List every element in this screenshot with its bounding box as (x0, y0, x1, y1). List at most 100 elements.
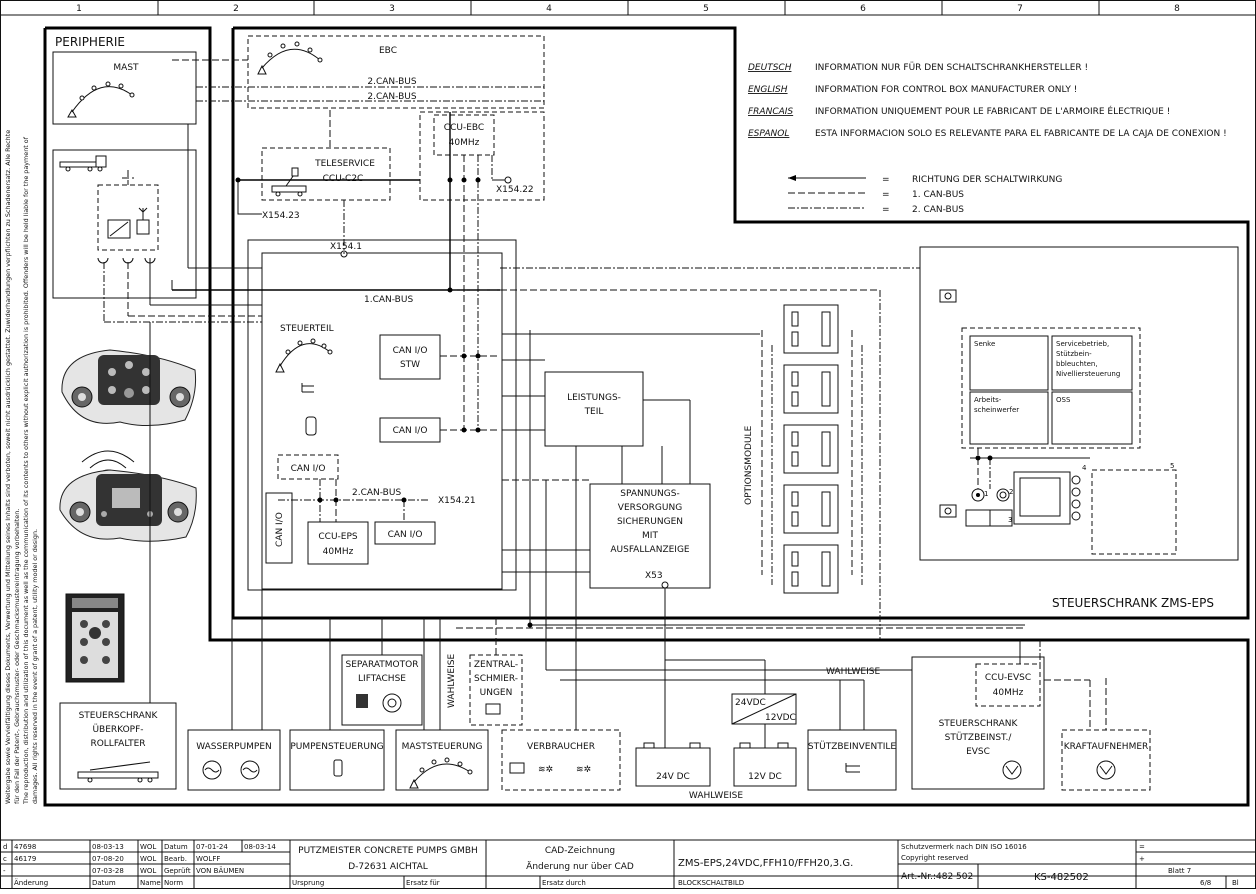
cabinet-field-label: Arbeits- (974, 396, 1002, 404)
sensor-icon (333, 759, 343, 777)
ccu-ebc-box (433, 114, 495, 156)
cabinet-panel (961, 327, 1141, 449)
ccu-evsc-box (975, 663, 1041, 707)
fan-icon: ≋✲ (538, 765, 553, 775)
junction-dots (235, 177, 993, 628)
maststeuerung-label: MASTSTEUERUNG (402, 742, 483, 752)
maststeuerung-box (395, 729, 489, 791)
light-icon (509, 762, 525, 774)
connector-label: X154.1 (330, 242, 362, 252)
ccu-evsc-freq: 40MHz (993, 688, 1024, 698)
column-number: 4 (546, 4, 552, 14)
fan-icon: ≋✲ (576, 765, 591, 775)
revision-index: d (3, 843, 7, 851)
legend-text: INFORMATION NUR FÜR DEN SCHALTSCHRANKHER… (815, 62, 1088, 73)
column-number: 7 (1017, 4, 1023, 14)
module-contact (791, 391, 799, 407)
company-name: PUTZMEISTER CONCRETE PUMPS GMBH (298, 846, 478, 856)
telematics-truck-icon (271, 167, 307, 197)
ccu-eps-freq: 40MHz (323, 547, 354, 557)
ground-symbol-icon (939, 289, 957, 518)
cabinet-field (969, 391, 1049, 445)
column-number: 6 (860, 4, 866, 14)
peripherie-label: PERIPHERIE (55, 35, 125, 49)
ebc-boom-icon (257, 41, 323, 75)
drawing-title: ZMS-EPS,24VDC,FFH10/FFH20,3.G. (678, 858, 853, 869)
legend-text: INFORMATION UNIQUEMENT POUR LE FABRICANT… (815, 105, 1170, 117)
revision-index: - (3, 867, 6, 875)
connector-label: X154.23 (262, 211, 300, 221)
wahlweise-label: WAHLWEISE (826, 667, 880, 677)
sensor-icon (305, 416, 317, 436)
revision-index: c (3, 855, 7, 863)
antenna-module-icon (136, 219, 150, 235)
zentralschmierung-label: UNGEN (480, 688, 513, 698)
mast-boom-icon (67, 81, 135, 118)
legend-lang: ENGLISH (748, 85, 788, 95)
evsc-label: STÜTZBEINST./ (945, 732, 1013, 743)
pumpensteuerung-label: PUMPENSTEUERUNG (290, 742, 383, 752)
connector-label: X154.22 (496, 185, 534, 195)
datum-value: 08-03-14 (244, 843, 276, 851)
ks-number: KS-482502 (1034, 872, 1089, 883)
bearb-value: WOLFF (196, 855, 220, 863)
module-contact (791, 431, 799, 447)
ebc-label: EBC (379, 46, 397, 56)
separatmotor-label: SEPARATMOTOR (346, 660, 419, 670)
cabinet-field-label: Nivelliersteuerung (1056, 370, 1120, 378)
ccu-ebc-frame (419, 111, 545, 201)
cabinet-field-label: Senke (974, 340, 995, 348)
valve-icon (845, 763, 860, 773)
cabinet-field-label: OSS (1056, 396, 1071, 404)
truck-icon (59, 155, 107, 172)
legend-lang: DEUTSCH (748, 63, 792, 73)
option-module-contacts (791, 311, 831, 587)
revision-header: Änderung (14, 878, 48, 887)
svg-text:3: 3 (1008, 516, 1012, 524)
power-supply-label: SICHERUNGEN (617, 517, 683, 527)
cabinet-field-label: Servicebetrieb, (1056, 340, 1109, 348)
cable-pendant-icon (65, 593, 125, 683)
load-cell-icon (1096, 760, 1116, 780)
legend-line-text: 1. CAN-BUS (912, 190, 964, 200)
connector-label: X154.21 (438, 496, 476, 506)
revision-header: Norm (164, 879, 183, 887)
power-supply-label: AUSFALLANZEIGE (610, 545, 690, 555)
title-plus: + (1139, 855, 1145, 863)
canio-stw-box (379, 334, 441, 380)
article-number: Art.-Nr.:482 502 (901, 872, 973, 882)
module-contact (791, 451, 799, 467)
canio-vertical-box (265, 492, 293, 564)
ccu-eps-box (307, 521, 369, 565)
canio-option-box (277, 454, 339, 480)
evsc-label: EVSC (966, 747, 990, 757)
mast-label: MAST (113, 63, 139, 73)
power-supply-box (589, 483, 711, 589)
module-contact (791, 331, 799, 347)
legend-line-text: 2. CAN-BUS (912, 205, 964, 215)
sheet-number: Blatt 7 (1168, 867, 1191, 875)
revision-name: WOL (140, 843, 156, 851)
module-contact (791, 511, 799, 527)
can2-label: 2.CAN-BUS (352, 488, 401, 498)
cabinet-field-label: Stützbein- (1056, 350, 1092, 358)
svg-text:The reproduction, distribution: The reproduction, distribution and utili… (22, 136, 30, 805)
svg-text:5: 5 (1170, 462, 1174, 470)
can1-label: 1.CAN-BUS (364, 295, 413, 305)
module-contact (821, 551, 831, 587)
optionsmodule-label: OPTIONSMODULE (744, 425, 754, 505)
column-number: 1 (76, 4, 82, 14)
module-contact (791, 571, 799, 587)
column-grid: 1 2 3 4 5 6 7 8 (76, 0, 1180, 15)
legend-eq: = (882, 205, 890, 215)
connector-label: X53 (645, 571, 663, 581)
canio-stw-label: CAN I/O (393, 346, 428, 356)
module-contact (821, 431, 831, 467)
module-contact (821, 371, 831, 407)
module-contact (821, 311, 831, 347)
revision-date: 07-03-28 (92, 867, 124, 875)
steuerteil-label: STEUERTEIL (280, 324, 334, 334)
sheet-of: 6/8 (1200, 879, 1211, 887)
kraftaufnehmer-label: KRAFTAUFNEHMER (1064, 742, 1149, 752)
remote-pendant-2-icon (59, 450, 197, 542)
